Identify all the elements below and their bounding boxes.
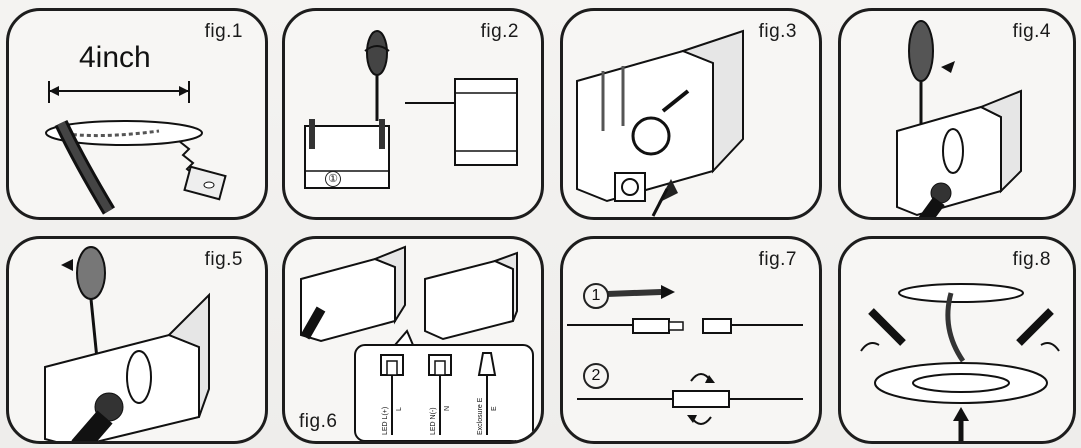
- figure-7-panel: 1 2 fig.7: [560, 236, 822, 444]
- figure-4-panel: fig.4: [838, 8, 1076, 220]
- figure-2-panel: ① fig.2: [282, 8, 544, 220]
- figure-3-drawing: [576, 29, 744, 217]
- figure-7-label: fig.7: [758, 249, 797, 270]
- figure-1-label: fig.1: [204, 21, 243, 42]
- figure-1-panel: 4inch fig.1: [6, 8, 268, 220]
- wire-code-n: N: [444, 405, 451, 411]
- figure-4-drawing: [896, 20, 1022, 217]
- figure-2-drawing: [304, 30, 518, 189]
- wire-label-led-n: LED N(-): [430, 407, 437, 435]
- step-1-marker: 1: [583, 283, 609, 309]
- wire-code-l: L: [396, 407, 403, 411]
- figure-5-panel: fig.5: [6, 236, 268, 444]
- figure-3-label: fig.3: [758, 21, 797, 42]
- figure-7-drawing: [567, 285, 803, 425]
- step-2-marker: 2: [583, 363, 609, 389]
- wire-label-led-l: LED L(+): [382, 406, 389, 435]
- figure-1-drawing: [45, 81, 227, 215]
- figure-3-panel: fig.3: [560, 8, 822, 220]
- figure-8-panel: fig.8: [838, 236, 1076, 444]
- figure-6-label: fig.6: [299, 411, 338, 432]
- box-marker: ①: [325, 171, 341, 187]
- figure-4-label: fig.4: [1012, 21, 1051, 42]
- figure-2-label: fig.2: [480, 21, 519, 42]
- wire-code-e: E: [491, 406, 498, 411]
- figure-6-drawing: [300, 245, 534, 441]
- figure-8-label: fig.8: [1012, 249, 1051, 270]
- figure-8-drawing: [860, 283, 1060, 441]
- figure-5-drawing: [44, 246, 210, 441]
- figure-6-panel: LED L(+) L LED N(-) N Exclosure E E fig.…: [282, 236, 544, 444]
- measurement-label: 4inch: [79, 41, 151, 74]
- figure-5-label: fig.5: [204, 249, 243, 270]
- wire-label-exclosure: Exclosure E: [477, 397, 484, 435]
